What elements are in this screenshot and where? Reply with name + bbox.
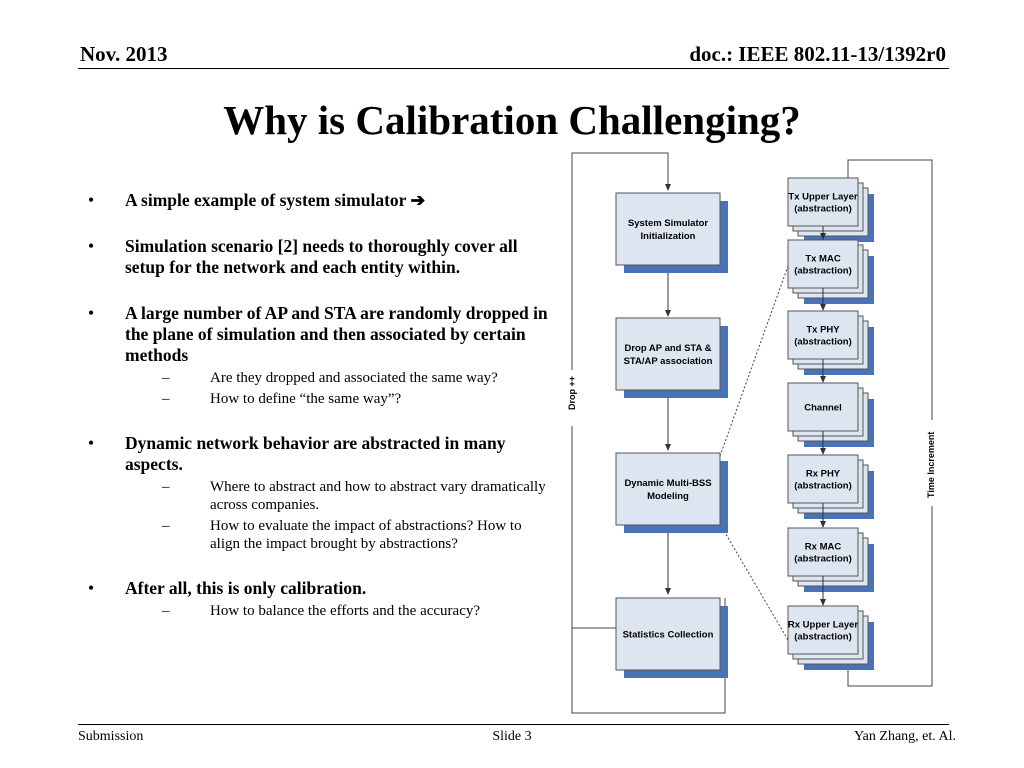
zoom-dotted-line <box>719 523 789 641</box>
box-label: Initialization <box>641 231 696 242</box>
box-body <box>787 239 859 289</box>
sub-bullet-text: How to define “the same way”? <box>210 391 402 407</box>
layer-box-stack: Tx MAC(abstraction) <box>787 239 874 304</box>
header-date: Nov. 2013 <box>80 42 168 66</box>
bullet-item: • Simulation scenario [2] needs to thoro… <box>88 236 548 278</box>
bullet-item: • Dynamic network behavior are abstracte… <box>88 433 548 553</box>
sub-bullet-list: – How to balance the efforts and the accu… <box>125 602 548 620</box>
bullet-item: • A simple example of system simulator ➔ <box>88 190 548 211</box>
sub-bullet-item: – Are they dropped and associated the sam… <box>162 369 548 387</box>
box-label: Modeling <box>647 491 689 502</box>
sub-bullet-text: How to balance the efforts and the accur… <box>210 603 481 619</box>
bullet-text: A large number of AP and STA are randoml… <box>125 303 548 365</box>
process-box: Drop AP and STA & STA/AP association <box>615 317 728 398</box>
box-label: STA/AP association <box>624 356 713 367</box>
sub-bullet-item: – How to define “the same way”? <box>162 390 548 408</box>
dash-icon: – <box>162 391 170 407</box>
box-label: Tx MAC <box>805 254 841 265</box>
simulator-flow-diagram: Drop ++ Time Increment System SimulatorI… <box>562 152 946 714</box>
bullet-dot-icon: • <box>88 236 95 256</box>
box-label: Dynamic Multi-BSS <box>624 478 711 489</box>
box-body <box>615 317 721 391</box>
box-label: (abstraction) <box>794 204 852 215</box>
bullet-dot-icon: • <box>88 578 95 598</box>
bullet-text: Simulation scenario [2] needs to thoroug… <box>125 236 518 277</box>
box-label: (abstraction) <box>794 481 852 492</box>
process-box: Statistics Collection <box>615 597 728 678</box>
box-label: Rx PHY <box>806 469 841 480</box>
bullet-dot-icon: • <box>88 190 95 210</box>
time-increment-label: Time Increment <box>926 432 936 498</box>
box-label: System Simulator <box>628 218 709 229</box>
bullet-dot-icon: • <box>88 433 95 453</box>
box-body <box>615 597 721 671</box>
layer-box-stack: Rx MAC(abstraction) <box>787 527 874 592</box>
box-body <box>787 177 859 227</box>
bullet-text: After all, this is only calibration. <box>125 578 367 598</box>
dash-icon: – <box>162 603 170 619</box>
box-body <box>615 452 721 526</box>
layer-box-stack: Rx PHY(abstraction) <box>787 454 874 519</box>
box-label: Rx Upper Layer <box>788 620 859 631</box>
footer-divider <box>78 724 949 725</box>
header-divider <box>78 68 949 69</box>
layer-box-stack: Rx Upper Layer(abstraction) <box>787 605 874 670</box>
box-label: (abstraction) <box>794 554 852 565</box>
box-label: Channel <box>804 403 841 414</box>
sub-bullet-item: – How to evaluate the impact of abstracti… <box>162 517 548 553</box>
layer-box-stack: Tx PHY(abstraction) <box>787 310 874 375</box>
bullet-list: • A simple example of system simulator ➔… <box>88 190 548 645</box>
box-label: Statistics Collection <box>623 630 714 641</box>
box-label: (abstraction) <box>794 266 852 277</box>
box-body <box>787 382 859 432</box>
zoom-dotted-line <box>719 265 789 457</box>
footer-submission: Submission <box>78 729 144 744</box>
box-label: (abstraction) <box>794 632 852 643</box>
slide-title: Why is Calibration Challenging? <box>223 97 801 143</box>
header-doc-id: doc.: IEEE 802.11-13/1392r0 <box>689 42 946 66</box>
drop-label: Drop ++ <box>567 376 577 410</box>
dash-icon: – <box>162 518 170 534</box>
sub-bullet-list: – Are they dropped and associated the sam… <box>125 369 548 408</box>
sub-bullet-item: – How to balance the efforts and the accu… <box>162 602 548 620</box>
sub-bullet-list: – Where to abstract and how to abstract v… <box>125 478 548 553</box>
bullet-item: • After all, this is only calibration. –… <box>88 578 548 620</box>
bullet-dot-icon: • <box>88 303 95 323</box>
box-label: Rx MAC <box>805 542 842 553</box>
box-body <box>615 192 721 266</box>
box-body <box>787 527 859 577</box>
footer-slide-number: Slide 3 <box>492 729 532 744</box>
box-label: Drop AP and STA & <box>624 343 711 354</box>
box-body <box>787 605 859 655</box>
box-label: (abstraction) <box>794 337 852 348</box>
bullet-text: A simple example of system simulator ➔ <box>125 190 426 210</box>
layer-box-stack: Tx Upper Layer(abstraction) <box>787 177 874 242</box>
dash-icon: – <box>162 370 170 386</box>
dash-icon: – <box>162 479 170 495</box>
box-label: Tx Upper Layer <box>788 192 857 203</box>
bullet-item: • A large number of AP and STA are rando… <box>88 303 548 408</box>
sub-bullet-text: Where to abstract and how to abstract va… <box>210 479 546 513</box>
time-label-bg <box>918 420 946 506</box>
footer-author: Yan Zhang, et. Al. <box>853 729 956 744</box>
sub-bullet-text: Are they dropped and associated the same… <box>210 370 498 386</box>
process-box: Dynamic Multi-BSS Modeling <box>615 452 728 533</box>
layer-box-stack: Channel <box>787 382 874 447</box>
bullet-text: Dynamic network behavior are abstracted … <box>125 433 506 474</box>
sub-bullet-text: How to evaluate the impact of abstractio… <box>210 518 522 552</box>
drop-label-bg <box>562 370 582 426</box>
box-label: Tx PHY <box>806 325 840 336</box>
sub-bullet-item: – Where to abstract and how to abstract v… <box>162 478 548 514</box>
